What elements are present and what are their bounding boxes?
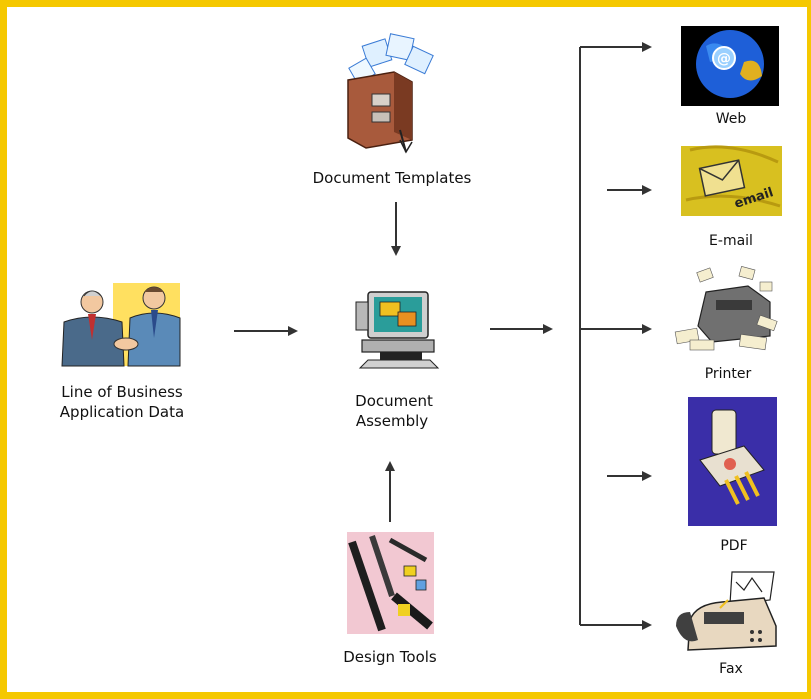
fax-icon: [676, 571, 777, 651]
business-data-label-1: Line of Business: [61, 383, 183, 401]
output-web-label: Web: [716, 111, 747, 127]
output-pdf-label: PDF: [720, 538, 747, 554]
handshake-icon: [61, 283, 181, 367]
globe-icon: @: [681, 26, 779, 106]
document-assembly-label-1: Document: [355, 392, 433, 410]
computer-icon: [355, 291, 440, 369]
svg-text:@: @: [717, 51, 731, 67]
document-assembly-label-2: Assembly: [356, 412, 428, 430]
file-cabinet-icon: [347, 33, 434, 154]
document-templates-label: Document Templates: [313, 169, 472, 187]
connectors: [234, 42, 652, 630]
output-printer-label: Printer: [705, 366, 752, 382]
envelope-icon: email: [681, 145, 782, 216]
design-tools-label: Design Tools: [343, 648, 437, 666]
output-email-label: E-mail: [709, 233, 753, 249]
pens-icon: [347, 532, 434, 634]
output-fax-label: Fax: [719, 661, 743, 677]
pdf-icon: [688, 397, 777, 526]
business-data-label-2: Application Data: [60, 403, 184, 421]
printer-icon: [674, 265, 778, 351]
